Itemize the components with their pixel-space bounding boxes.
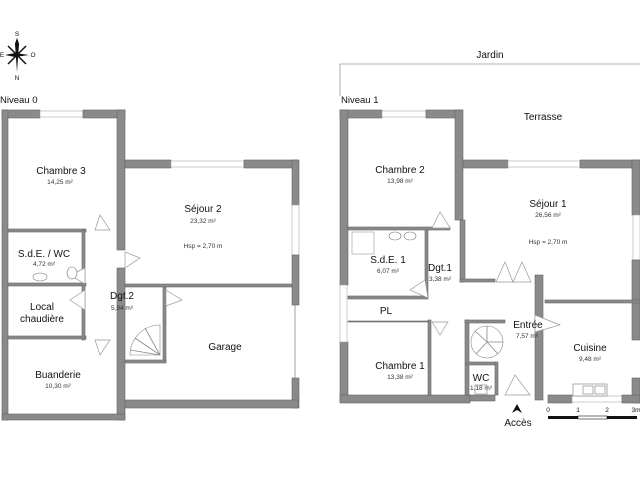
room-name: PL [380, 306, 393, 317]
access-label: Accès [504, 418, 531, 429]
compass-east: E [0, 52, 5, 59]
scale-tick-label: 0 [546, 407, 550, 414]
level-0-plan: Niveau 0 [0, 95, 300, 421]
sink-icon [403, 231, 417, 241]
compass-south: S [15, 31, 20, 38]
room-area: 5,94 m² [111, 305, 134, 312]
compass-west: O [30, 52, 35, 59]
compass-north: N [15, 75, 20, 82]
shower-icon [351, 231, 375, 255]
staircase-icon [470, 325, 504, 359]
toilet-icon [66, 266, 78, 280]
room-name: Local [30, 302, 54, 313]
room-area: 14,25 m² [47, 179, 73, 186]
room-area: 1,18 m² [470, 385, 493, 392]
room-note: Hsp = 2,70 m [184, 243, 223, 250]
room-name: Chambre 3 [36, 166, 86, 177]
compass-rose-icon: S N O E [0, 31, 36, 82]
room-area: 9,48 m² [579, 356, 602, 363]
scale-tick-label: 1 [576, 407, 580, 414]
terrace-label: Terrasse [524, 112, 563, 123]
room-name: Dgt.2 [110, 291, 134, 302]
level-1-label: Niveau 1 [341, 95, 379, 106]
staircase-icon [129, 324, 161, 356]
room-name: Chambre 2 [375, 165, 425, 176]
room-area: 26,56 m² [535, 212, 561, 219]
room-name: Buanderie [35, 370, 81, 381]
room-name-line2: chaudière [20, 314, 64, 325]
level-1-plan: Jardin Niveau 1 Terrasse [339, 50, 640, 429]
room-name: Entrée [513, 320, 543, 331]
room-name: S.d.E. / WC [18, 249, 70, 260]
level-0-label: Niveau 0 [0, 95, 38, 106]
garden-label: Jardin [476, 50, 503, 61]
room-area: 6,07 m² [377, 268, 400, 275]
access-arrow-icon [512, 404, 522, 413]
scale-bar: 0 1 2 3m [546, 407, 640, 420]
room-area: 23,32 m² [190, 218, 216, 225]
room-name: Dgt.1 [428, 263, 452, 274]
sink-icon [388, 231, 402, 241]
room-area: 7,57 m² [516, 333, 539, 340]
room-name: S.d.E. 1 [370, 255, 406, 266]
room-area: 3,38 m² [429, 276, 452, 283]
toilet-icon [474, 384, 488, 395]
room-name: Garage [208, 342, 242, 353]
room-name: Cuisine [573, 343, 607, 354]
room-area: 10,30 m² [45, 383, 71, 390]
room-name: WC [473, 373, 490, 384]
room-name: Chambre 1 [375, 361, 425, 372]
kitchen-sink-icon [572, 383, 608, 397]
room-name: Séjour 2 [184, 204, 222, 215]
room-area: 4,72 m² [33, 261, 56, 268]
room-area: 13,38 m² [387, 374, 413, 381]
room-name: Séjour 1 [529, 199, 567, 210]
room-area: 13,98 m² [387, 178, 413, 185]
scale-tick-label: 3m [631, 407, 640, 414]
scale-tick-label: 2 [605, 407, 609, 414]
room-note: Hsp = 2,70 m [529, 239, 568, 246]
sink-icon [32, 272, 48, 282]
